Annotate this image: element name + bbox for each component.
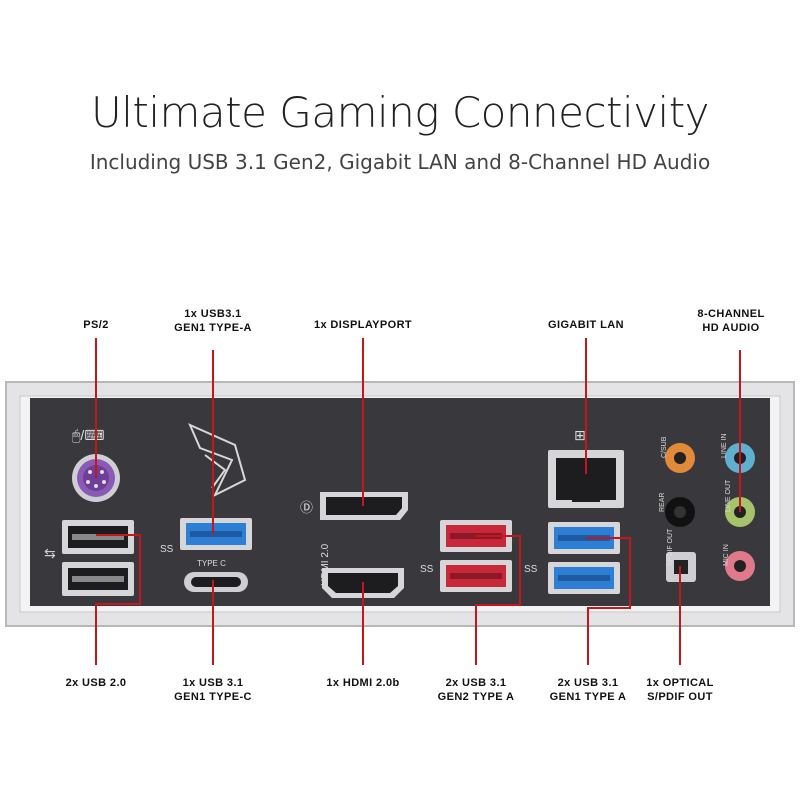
label-usb20: 2x USB 2.0 xyxy=(65,677,127,689)
rog-logo xyxy=(188,423,247,498)
line-out-print: LINE OUT xyxy=(725,479,732,512)
page-subtitle: Including USB 3.1 Gen2, Gigabit LAN and … xyxy=(89,150,711,174)
leader-lines xyxy=(95,338,741,665)
leader-usb-gen2 xyxy=(475,535,521,665)
leader-usb-gen1-pair xyxy=(586,537,631,665)
displayport-icon: Ⓓ xyxy=(300,500,313,515)
network-icon: ⊞ xyxy=(574,427,586,443)
line-in-print: LINE IN xyxy=(721,433,728,458)
mic-in-print: MIC IN xyxy=(723,544,730,566)
usb31-gen1-typea-pair: SS xyxy=(524,522,620,594)
usb-icon: ⇆ xyxy=(44,545,56,561)
page-title: Ultimate Gaming Connectivity xyxy=(90,88,710,137)
csub-print: C/SUB xyxy=(661,436,668,458)
label-ps2: PS/2 xyxy=(83,319,109,331)
spdif-print: SPDIF OUT xyxy=(667,528,674,566)
rear-print: REAR xyxy=(659,493,666,512)
superspeed-icon-2: SS xyxy=(524,564,538,575)
label-hdmi: 1x HDMI 2.0b xyxy=(326,677,400,689)
hdmi-print: HDMI 2.0 xyxy=(320,543,331,586)
leader-usb20 xyxy=(95,534,141,665)
label-gigabit-lan: GIGABIT LAN xyxy=(548,319,624,331)
superspeed-icon: SS xyxy=(160,544,174,555)
lan-port: ⊞ xyxy=(548,427,624,508)
superspeed-plus-icon: SS xyxy=(420,564,434,575)
type-c-print: TYPE C xyxy=(197,559,226,568)
usb2-ports: ⇆ xyxy=(44,520,134,596)
usb31-gen1-typea-typec: SS TYPE C xyxy=(160,518,252,592)
mouse-keyboard-icon: 🖱/⌨ xyxy=(72,427,105,443)
label-displayport: 1x DISPLAYPORT xyxy=(313,319,413,331)
